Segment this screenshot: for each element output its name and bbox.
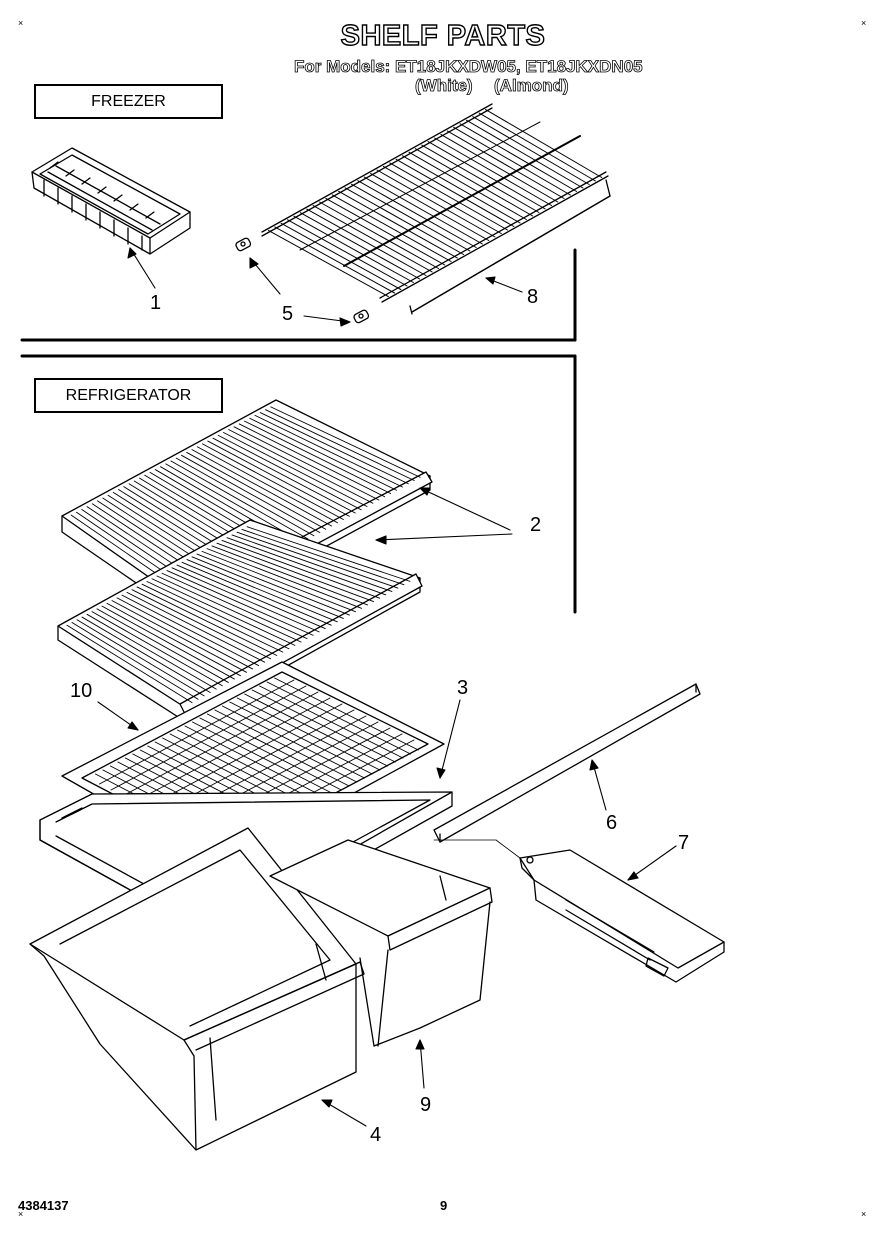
callout-9: 9 (420, 1094, 432, 1116)
shelf-support-part-5 (235, 237, 370, 324)
freezer-wire-shelf-part-8 (261, 103, 611, 315)
variant-almond-label: (Almond) (494, 76, 569, 96)
refrigerator-section-text: REFRIGERATOR (65, 386, 192, 404)
callout-10: 10 (70, 680, 93, 702)
crisper-slide-part-7 (519, 849, 725, 983)
page-title: SHELF PARTS (340, 19, 546, 52)
callout-7: 7 (678, 832, 690, 854)
freezer-section-text: FREEZER (91, 92, 166, 110)
callout-2: 2 (530, 514, 542, 536)
page-number: 9 (440, 1198, 448, 1213)
callout-4: 4 (370, 1124, 382, 1146)
callout-3: 3 (457, 677, 469, 699)
crisper-drawer-part-4 (29, 827, 365, 1151)
corner-mark-bottom-left: × (18, 1209, 24, 1219)
callout-8: 8 (527, 286, 539, 308)
refrigerator-shelf-part-2-lower (57, 519, 423, 723)
section-divider-lines (20, 248, 577, 614)
callout-5: 5 (282, 303, 294, 325)
callout-1: 1 (150, 292, 162, 314)
callout-6: 6 (606, 812, 618, 834)
document-number: 4384137 (18, 1198, 69, 1213)
shelf-trim-part-6 (433, 683, 701, 843)
variant-white-label: (White) (415, 76, 473, 96)
freezer-section-label: FREEZER (34, 84, 223, 119)
ice-cube-tray-part-1 (31, 147, 191, 255)
corner-mark-top-left: × (18, 18, 24, 28)
refrigerator-section-label: REFRIGERATOR (34, 378, 223, 413)
callout-leader-lines (97, 247, 677, 1127)
models-line: For Models: ET18JKXDW05, ET18JKXDN05 (294, 57, 643, 77)
crisper-drawer-part-9 (269, 839, 493, 1047)
corner-mark-top-right: × (861, 18, 867, 28)
corner-mark-bottom-right: × (861, 1209, 867, 1219)
